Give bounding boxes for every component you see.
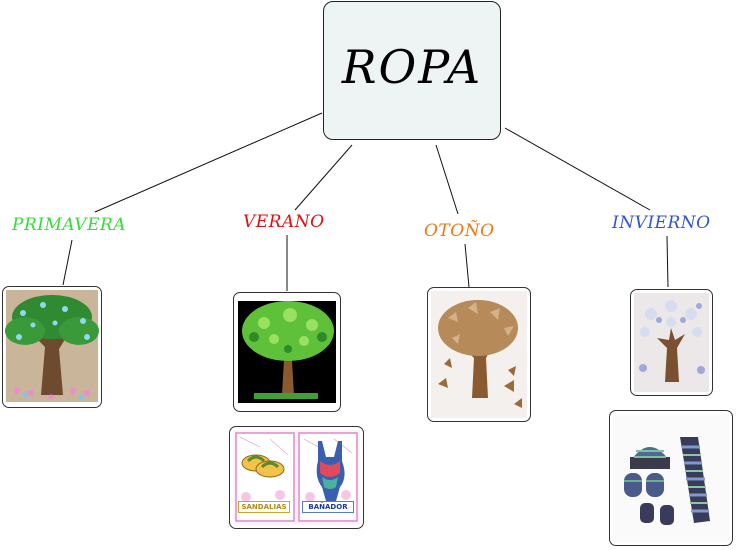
summer-tree-image	[233, 292, 341, 412]
winter-tree-picture	[634, 293, 709, 392]
connector-invierno-image	[666, 235, 669, 288]
spring-tree-picture	[5, 290, 99, 402]
spring-tree-image	[2, 286, 102, 408]
sandalias-label: SANDALIAS	[238, 501, 290, 513]
connector-root-invierno	[504, 127, 651, 211]
autumn-tree-image	[427, 287, 531, 422]
connector-root-verano	[294, 144, 353, 211]
connector-root-primavera	[94, 112, 323, 213]
season-label-invierno: INVIERNO	[612, 213, 711, 233]
connector-root-otono	[435, 144, 459, 215]
season-label-otono: OTOÑO	[424, 221, 495, 241]
root-node: ROPA	[323, 1, 501, 140]
banador-label: BAÑADOR	[302, 501, 354, 513]
summer-tree-picture	[238, 301, 336, 403]
season-label-primavera: PRIMAVERA	[12, 215, 127, 235]
winter-tree-image	[630, 289, 713, 396]
connector-otono-image	[464, 243, 470, 288]
season-label-verano: VERANO	[243, 212, 325, 232]
winter-clothes-image	[609, 410, 733, 546]
summer-clothes-image: SANDALIAS BAÑADOR	[229, 426, 364, 529]
autumn-tree-picture	[431, 291, 527, 418]
connector-primavera-image	[62, 239, 73, 286]
hat-scarf-mittens-picture	[613, 414, 729, 542]
root-title: ROPA	[341, 39, 483, 94]
